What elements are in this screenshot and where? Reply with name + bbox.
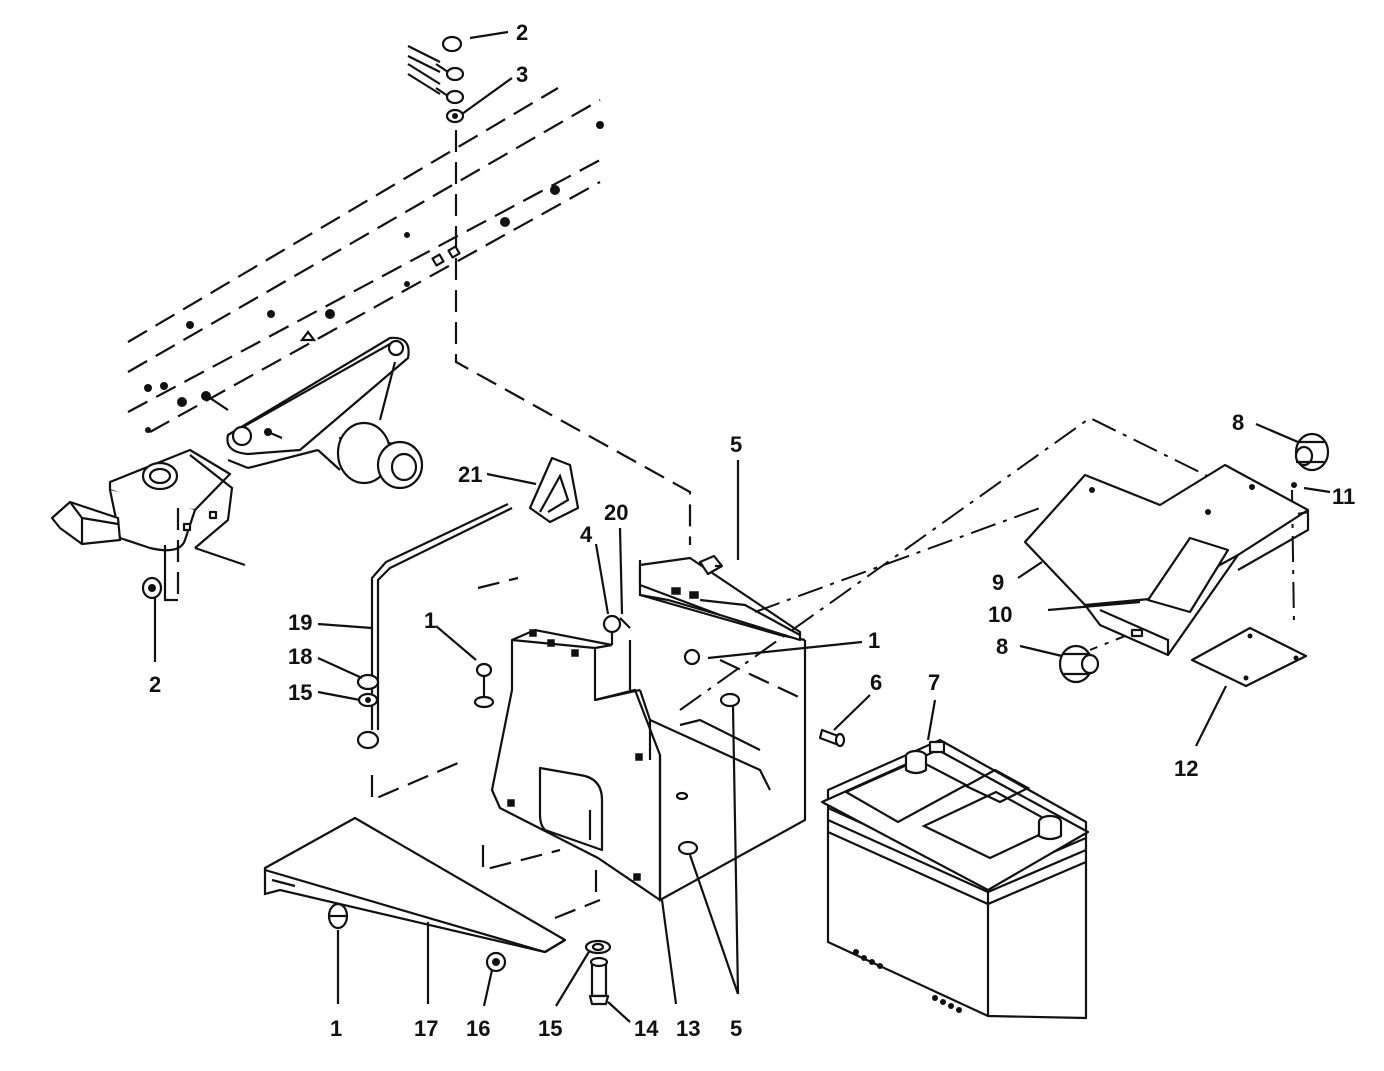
callout-9: 9: [992, 570, 1004, 595]
callout-18: 18: [288, 644, 312, 669]
callout-numbers: 2 3 2 21 5 4 20 19 18 15 1 1 6 7 8 11 9 …: [149, 20, 1355, 1041]
callout-12: 12: [1174, 756, 1198, 781]
battery-plate: [1190, 626, 1308, 688]
callout-14: 14: [634, 1016, 659, 1041]
callout-8-top: 8: [1232, 410, 1244, 435]
callout-2-left: 2: [149, 672, 161, 697]
callout-2-top: 2: [516, 20, 528, 45]
callout-4: 4: [580, 522, 593, 547]
frame-rail: [127, 87, 604, 433]
callout-7: 7: [928, 670, 940, 695]
hardware: [141, 35, 1297, 1006]
battery: [820, 738, 1090, 1020]
callout-13: 13: [676, 1016, 700, 1041]
callout-8-mid: 8: [996, 634, 1008, 659]
callout-15-left: 15: [288, 680, 312, 705]
callout-20: 20: [604, 500, 628, 525]
callout-16: 16: [466, 1016, 490, 1041]
callout-3-top: 3: [516, 62, 528, 87]
battery-box: [490, 556, 807, 902]
callout-10: 10: [988, 602, 1012, 627]
callout-6: 6: [870, 670, 882, 695]
callout-1-mid: 1: [424, 608, 436, 633]
callout-1-right: 1: [868, 628, 880, 653]
callout-17: 17: [414, 1016, 438, 1041]
callout-19: 19: [288, 610, 312, 635]
callout-5-bottom: 5: [730, 1016, 742, 1041]
lower-support-bracket: [263, 816, 567, 954]
callout-leaders: [153, 30, 1331, 1023]
callout-5-top: 5: [730, 432, 742, 457]
assembly-lines: [370, 130, 1295, 920]
frame-bracket: [50, 336, 424, 602]
callout-11: 11: [1332, 484, 1355, 509]
callout-21: 21: [458, 462, 482, 487]
callout-1-bottom: 1: [330, 1016, 342, 1041]
callout-15-bottom: 15: [538, 1016, 562, 1041]
knob-top: [1294, 432, 1330, 472]
knob-mid: [1058, 644, 1100, 684]
battery-cover: [1023, 463, 1310, 657]
